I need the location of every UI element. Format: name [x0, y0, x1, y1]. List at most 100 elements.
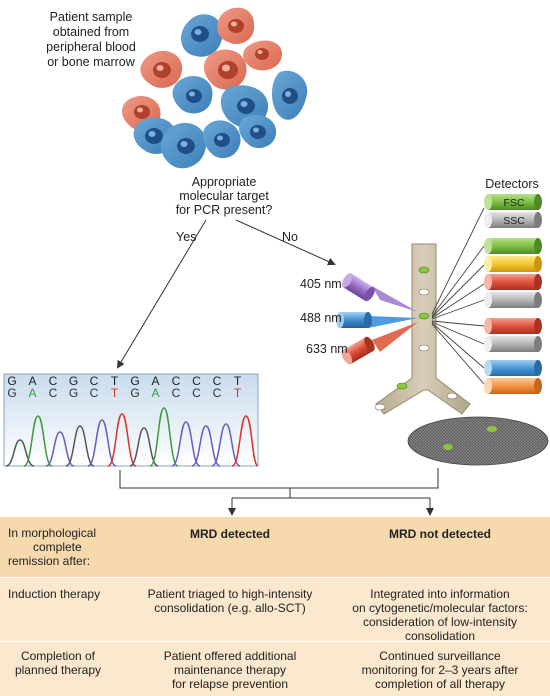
flow-channel [375, 243, 471, 415]
peak-trace [191, 425, 221, 467]
peak-trace [171, 421, 201, 467]
laser-405nm [341, 273, 418, 312]
cell-particle [443, 444, 453, 450]
detector-grey [484, 336, 542, 352]
sequence-base: C [192, 374, 201, 388]
sequence-base: C [172, 374, 181, 388]
row-divider [0, 641, 550, 642]
sequence-base: G [130, 374, 139, 388]
sample-label-line: peripheral blood [46, 40, 136, 54]
row2-col2-line: Patient offered additional [163, 649, 297, 663]
peak-trace [231, 415, 259, 467]
peak-trace [23, 415, 53, 467]
detectors-title: Detectors [485, 177, 539, 191]
detector-orange [484, 378, 542, 394]
row1-col3-line: Integrated into information [370, 587, 510, 601]
sequence-base: G [7, 386, 16, 400]
cell-particle [418, 344, 430, 352]
detector-blue [484, 360, 542, 376]
flow-cytometer [374, 243, 549, 466]
row1-col3-line: consolidation [404, 629, 476, 643]
cell-particle [446, 392, 458, 400]
detector-ssc [484, 212, 542, 228]
row-divider [0, 577, 550, 578]
sequence-base: C [90, 386, 99, 400]
row2-col3-line: completion of all therapy [374, 677, 506, 691]
cell-particle [396, 382, 408, 390]
row2-col2-line: maintenance therapy [173, 663, 287, 677]
peak-trace [149, 407, 179, 467]
laser-label-633: 633 nm [306, 342, 348, 356]
row2-col3-line: Continued surveillance [379, 649, 501, 663]
laser-label-405: 405 nm [300, 277, 342, 291]
sample-label: Patient sample obtained from peripheral … [46, 10, 136, 69]
detector-stack [484, 238, 542, 394]
sequence-base: A [28, 374, 36, 388]
sequence-base: A [151, 386, 159, 400]
detector-red [484, 318, 542, 334]
sequence-base: G [69, 374, 78, 388]
row1-mrd-detected: Patient triaged to high-intensity consol… [130, 587, 330, 615]
question-line: for PCR present? [176, 203, 273, 217]
row2-col3-line: monitoring for 2–3 years after [361, 663, 519, 677]
question-line: molecular target [179, 189, 269, 203]
header-col1-line: In morphological [8, 526, 97, 540]
yes-arrow [116, 219, 207, 369]
header-mrd-not-detected: MRD not detected [389, 527, 491, 541]
sequence-base: C [49, 386, 58, 400]
sequence-base: C [172, 386, 181, 400]
ssc-label: SSC [503, 215, 525, 227]
peak-trace [65, 425, 95, 467]
peak-trace [129, 427, 159, 467]
row2-label-line: planned therapy [14, 663, 102, 677]
sample-label-line: obtained from [53, 25, 129, 39]
sequence-base: T [234, 374, 242, 388]
row2-col2-line: for relapse prevention [171, 677, 289, 691]
row1-col2-line: consolidation (e.g. allo-SCT) [154, 601, 306, 615]
merge-connector [119, 468, 439, 516]
detector-grey [484, 292, 542, 308]
peak-trace [45, 431, 75, 467]
sequence-base: C [49, 374, 58, 388]
pcr-question: Appropriate molecular target for PCR pre… [176, 175, 273, 217]
sequence-base: G [7, 374, 16, 388]
sample-label-line: or bone marrow [47, 55, 136, 69]
detector-lines [431, 207, 485, 385]
cell-particle [418, 312, 430, 320]
row2-label: Completion of planned therapy [8, 649, 108, 677]
sequence-base: T [234, 386, 242, 400]
sequence-base: T [111, 374, 119, 388]
sequence-base: C [192, 386, 201, 400]
table-header [0, 517, 550, 577]
fsc-label: FSC [504, 197, 525, 209]
sequence-base: G [69, 386, 78, 400]
question-line: Appropriate [192, 175, 257, 189]
header-mrd-detected: MRD detected [189, 527, 270, 541]
detector-red [484, 274, 542, 290]
laser-633nm [341, 322, 418, 365]
sequence-base: C [90, 374, 99, 388]
header-col1-line: remission after: [8, 554, 91, 568]
decision-table: In morphological complete remission afte… [0, 517, 550, 696]
sequence-base: C [213, 386, 222, 400]
no-label: No [282, 230, 298, 244]
cell-particle [487, 426, 497, 432]
row1-label-line: Induction therapy [8, 587, 101, 601]
header-col1-line: complete [33, 540, 82, 554]
detector-fsc [484, 194, 542, 210]
row1-col2-line: Patient triaged to high-intensity [147, 587, 313, 601]
collection-plate [407, 416, 549, 466]
detector-green [484, 238, 542, 254]
detector-yellow [484, 256, 542, 272]
yes-label: Yes [176, 230, 196, 244]
peak-trace [211, 423, 241, 467]
row2-mrd-not-detected: Continued surveillance monitoring for 2–… [335, 649, 545, 691]
no-arrow [235, 219, 336, 266]
sequence-base: T [111, 386, 119, 400]
cell-particle [374, 403, 386, 411]
row1-label: Induction therapy [8, 587, 128, 601]
sequence-base: A [151, 374, 159, 388]
